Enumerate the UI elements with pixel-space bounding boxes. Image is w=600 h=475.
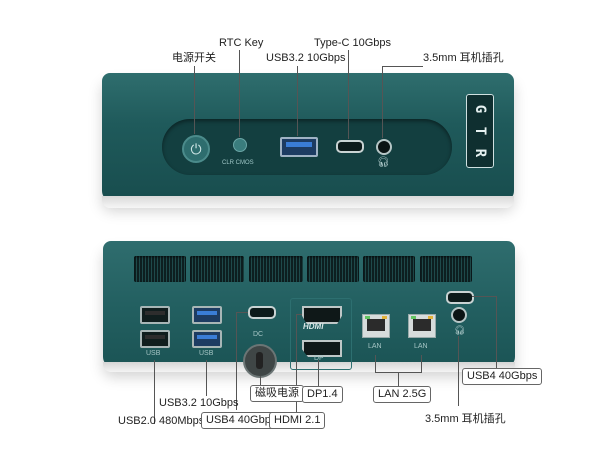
callout-line <box>236 312 237 410</box>
dp-label: DP <box>314 355 324 362</box>
callout-rear-audio: 3.5mm 耳机插孔 <box>425 413 506 425</box>
rear-usb20-port <box>140 306 170 324</box>
callout-rtc-key: RTC Key <box>219 37 264 49</box>
callout-front-usb32: USB3.2 10Gbps <box>266 52 346 64</box>
rear-usb4-port-left <box>248 306 276 319</box>
hdmi-logo: HDMI <box>303 322 324 331</box>
vent-grille <box>190 256 244 282</box>
rtc-key-button[interactable] <box>233 138 247 152</box>
callout-rear-usb4-right: USB4 40Gbps <box>462 368 543 385</box>
callout-line <box>206 360 207 396</box>
headphone-icon: 🎧︎ <box>377 157 390 168</box>
vent-grille <box>420 256 472 282</box>
rear-usb32-port <box>192 330 222 348</box>
callout-line <box>296 314 297 412</box>
lan-port-2 <box>408 314 436 338</box>
callout-line <box>348 50 349 139</box>
callout-line <box>398 372 399 386</box>
clr-cmos-label: CLR CMOS <box>222 160 254 166</box>
callout-line <box>194 66 195 134</box>
lan-port-1 <box>362 314 390 338</box>
rear-chassis-base <box>103 362 515 372</box>
vent-grille <box>134 256 186 282</box>
vent-grille <box>307 256 359 282</box>
usb-port-label: USB <box>199 350 214 357</box>
brand-letter: R <box>472 148 488 158</box>
dc-label: DC <box>253 331 264 338</box>
front-chassis-base <box>102 196 514 208</box>
front-audio-jack <box>376 139 392 155</box>
vent-grille <box>249 256 303 282</box>
callout-line <box>421 355 422 372</box>
callout-line <box>382 66 423 67</box>
power-button[interactable]: ⏻ <box>182 135 210 163</box>
callout-line <box>296 314 302 315</box>
magnetic-dc-port <box>243 344 277 378</box>
gtr-logo-panel: G T R <box>466 94 494 168</box>
callout-front-audio: 3.5mm 耳机插孔 <box>423 52 504 64</box>
front-typec-port <box>336 140 364 153</box>
callout-lan: LAN 2.5G <box>373 386 432 403</box>
callout-line <box>458 336 459 406</box>
callout-line <box>154 360 155 424</box>
callout-magnetic-power: 磁吸电源 <box>250 385 304 402</box>
rear-usb32-port <box>192 306 222 324</box>
callout-front-typec: Type-C 10Gbps <box>314 37 392 49</box>
headphone-icon: 🎧︎ <box>454 325 466 335</box>
callout-line <box>472 296 496 297</box>
hdmi-port <box>302 306 342 324</box>
callout-line <box>297 66 298 136</box>
vent-grille <box>363 256 415 282</box>
callout-rear-usb32: USB3.2 10Gbps <box>159 397 239 409</box>
callout-line <box>318 360 319 386</box>
usb-port-label: USB <box>146 350 161 357</box>
callout-line <box>496 296 497 368</box>
lan-label-2: LAN <box>414 343 428 350</box>
brand-letter: G <box>472 104 488 114</box>
display-port-group <box>290 298 352 370</box>
lan-label-1: LAN <box>368 343 382 350</box>
rear-audio-jack <box>451 307 467 323</box>
callout-line <box>236 312 248 313</box>
callout-dp: DP1.4 <box>302 386 343 403</box>
callout-rear-usb20: USB2.0 480Mbps <box>118 415 205 427</box>
callout-power-switch: 电源开关 <box>172 52 216 64</box>
displayport-port <box>302 340 342 357</box>
callout-hdmi: HDMI 2.1 <box>269 412 326 429</box>
brand-letter: T <box>472 126 488 136</box>
rear-usb4-port-right <box>446 291 474 304</box>
callout-line <box>260 376 261 385</box>
callout-line <box>382 66 383 138</box>
callout-line <box>375 355 376 372</box>
callout-line <box>239 50 240 137</box>
power-icon: ⏻ <box>190 141 202 157</box>
front-usb32-port <box>280 137 318 157</box>
rear-usb20-port <box>140 330 170 348</box>
